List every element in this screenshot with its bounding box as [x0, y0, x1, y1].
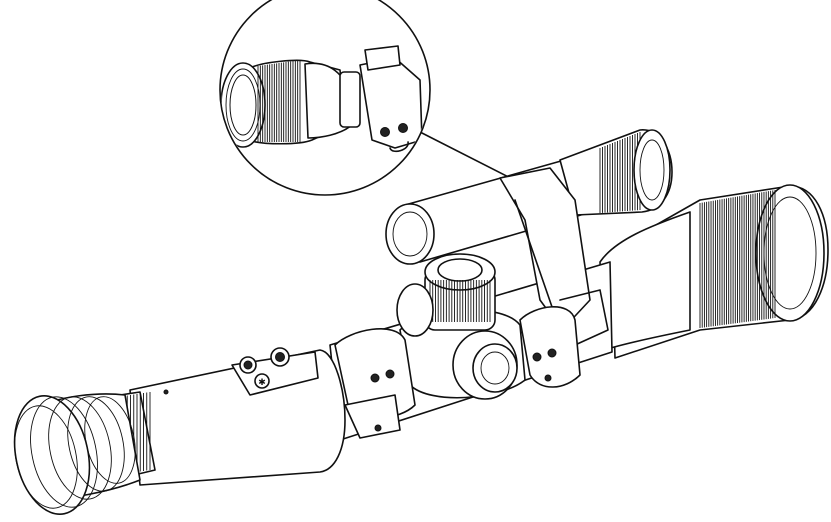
illuminator-lens: [633, 129, 671, 211]
ir-illuminator: [385, 129, 673, 346]
power-button: [239, 356, 257, 374]
objective-knurl: [699, 190, 776, 328]
objective-bell: [599, 211, 691, 351]
svg-text:✱: ✱: [258, 378, 266, 388]
ring-screw: [374, 424, 382, 432]
detail-callout: [219, 0, 431, 196]
bracket-screw: [380, 127, 390, 137]
ring-screw: [370, 373, 380, 383]
ring-screw: [385, 369, 395, 379]
ring-screw: [532, 352, 542, 362]
laser-icon: [270, 347, 290, 367]
indicator-dot: [163, 389, 169, 395]
objective-lens: [599, 184, 829, 359]
control-body: ✱: [129, 347, 346, 486]
turret-saddle: [396, 253, 526, 400]
rear-scope-ring: [334, 328, 416, 439]
ring-screw: [544, 374, 552, 382]
illuminator-mount: [499, 167, 591, 331]
callout-knurl: [257, 60, 301, 142]
ring-screw: [547, 348, 557, 358]
front-scope-ring: [519, 306, 581, 388]
left-knob: [396, 283, 434, 337]
rubber-eyecup: [13, 393, 141, 515]
power-icon: ✱: [254, 373, 270, 389]
top-turret-knurl: [429, 280, 491, 322]
bracket-screw: [398, 123, 408, 133]
